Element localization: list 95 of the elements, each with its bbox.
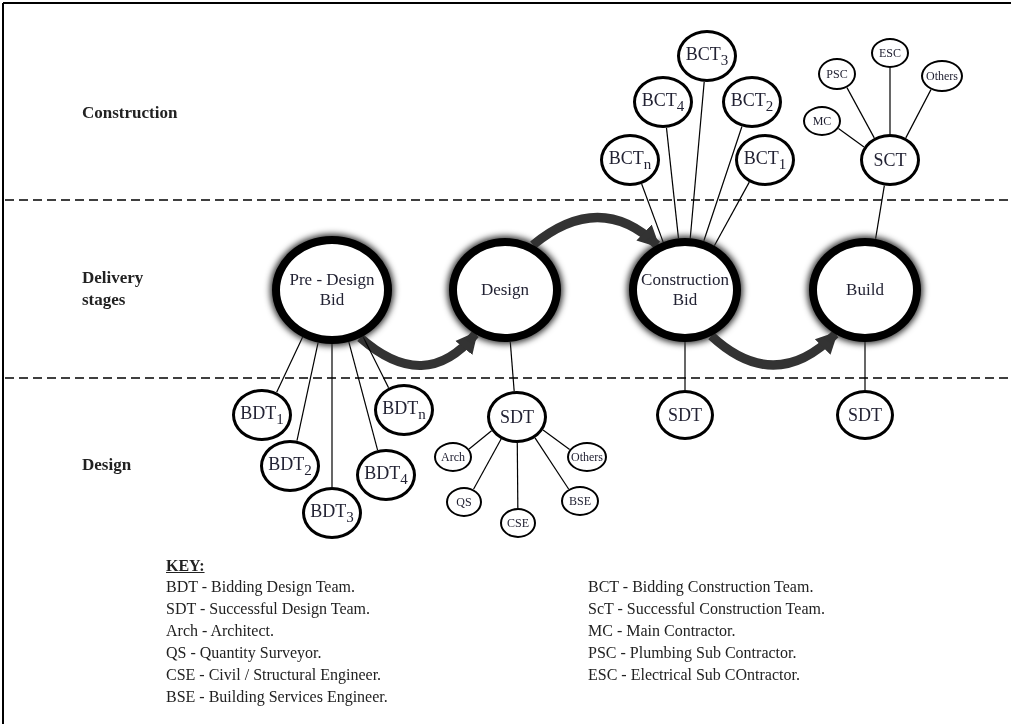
curved-arrow [357,331,479,370]
circle-label: Build [846,280,884,300]
key-entry: ScT - Successful Construction Team. [588,600,825,618]
key-entry: PSC - Plumbing Sub Contractor. [588,644,797,662]
connector-line [516,442,519,509]
circle-label: Arch [441,449,465,465]
circle-label: Design [480,280,530,300]
member-circle [500,508,536,538]
circle-label: BCT$_{4}$ [641,89,685,115]
team-circle [302,487,362,539]
team-circle [836,390,894,440]
circle-label: Pre - Design Bid [288,270,376,310]
row-heading: Construction [82,102,178,124]
connector-line [703,125,743,242]
team-circle [600,134,660,186]
circle-label: BDT$_{1}$ [240,402,284,428]
member-circle [803,106,841,136]
row-heading: Delivery stages [82,267,145,312]
team-circle [860,134,920,186]
connector-line [509,341,515,392]
team-circle [232,389,292,441]
circle-label: BDT$_{4}$ [364,462,408,488]
member-circle [871,38,909,68]
connector-line [875,184,885,240]
member-circle [446,487,482,517]
connector-line [362,335,390,389]
circle-label: BCT$_{n}$ [608,147,652,173]
member-circle [561,486,599,516]
stage-circle [629,238,741,342]
circle-label: BDT$_{n}$ [382,397,426,423]
stage-circle [449,238,561,342]
connector-line [684,341,686,391]
connector-line [534,437,570,490]
circle-label: Others [571,449,603,465]
connector-line [542,429,571,451]
key-entry: MC - Main Contractor. [588,622,736,640]
connector-line [641,183,664,243]
key-entry: QS - Quantity Surveyor. [166,644,322,662]
team-circle [374,384,434,436]
connector-line [713,181,750,247]
circle-label: SDT [668,404,702,426]
connector-line [348,341,379,451]
circle-label: BSE [569,493,591,509]
circle-label: Construction Bid [640,270,730,310]
team-circle [356,449,416,501]
member-circle [921,60,963,92]
circle-label: BCT$_{3}$ [685,43,729,69]
circle-label: BCT$_{2}$ [730,89,774,115]
circle-label: MC [812,113,832,129]
member-circle [818,58,856,90]
circle-label: PSC [826,66,848,82]
connector-line [665,127,680,239]
curved-arrow [530,213,660,249]
team-circle [260,440,320,492]
team-circle [735,134,795,186]
connector-line [689,81,705,239]
connector-line [276,336,304,393]
stage-circle [272,236,392,344]
stage-circle [809,238,921,342]
circle-label: ESC [879,45,901,61]
circle-label: Others [926,68,958,84]
key-entry: SDT - Successful Design Team. [166,600,371,618]
circle-label: BCT$_{1}$ [743,147,787,173]
circle-label: QS [456,494,472,510]
member-circle [567,442,607,472]
connector-line [468,430,493,450]
circle-label: BDT$_{3}$ [310,500,354,526]
key-entry: CSE - Civil / Structural Engineer. [166,666,382,684]
connector-line [837,127,865,148]
connector-line [864,341,866,391]
key-entry: Arch - Architect. [166,622,274,640]
connector-line [472,438,502,490]
circle-label: SDT [500,406,534,428]
member-circle [434,442,472,472]
key-entry: BSE - Building Services Engineer. [166,688,388,706]
connector-line [331,343,333,488]
team-circle [656,390,714,440]
connector-line [296,341,319,442]
circle-label: SDT [848,404,882,426]
team-circle [487,391,547,443]
circle-label: CSE [507,515,529,531]
team-circle [722,76,782,128]
connector-line [905,89,932,139]
curved-arrow [708,330,839,370]
circle-label: BDT$_{2}$ [268,453,312,479]
circle-label: SCT [873,149,907,171]
row-heading: Design [82,454,132,476]
connector-line [889,67,891,135]
team-circle [633,76,693,128]
team-circle [677,30,737,82]
key-entry: BDT - Bidding Design Team. [166,578,355,596]
key-entry: ESC - Electrical Sub COntractor. [588,666,800,684]
key-entry: BCT - Bidding Construction Team. [588,578,814,596]
connector-line [846,87,875,139]
key-heading: KEY: [166,557,205,575]
